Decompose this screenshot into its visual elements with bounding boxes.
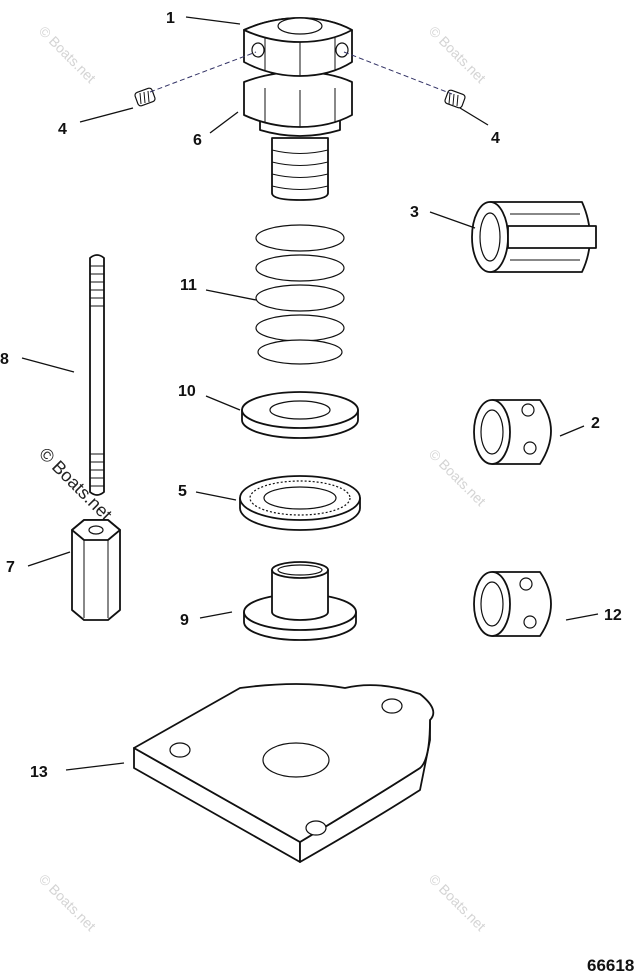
part-6-fitting	[243, 71, 353, 201]
callout-3: 3	[410, 204, 419, 221]
part-8-threaded-rod	[89, 254, 105, 496]
leader-4-right	[459, 107, 489, 126]
callout-1: 1	[166, 10, 175, 27]
part-7-hex-standoff	[71, 519, 121, 621]
callout-8: 8	[0, 351, 9, 368]
part-3-slotted-sleeve	[471, 201, 597, 273]
callouts: 1 4 4 6 3 11 8 10 2 5 7 9 12 13	[0, 10, 622, 781]
part-1-hex-nut	[243, 17, 353, 77]
set-screw-alignment-right	[343, 51, 453, 95]
callout-2: 2	[591, 415, 600, 432]
leader-13	[65, 762, 125, 771]
callout-9: 9	[180, 612, 189, 629]
callout-7: 7	[6, 559, 15, 576]
leader-9	[199, 611, 233, 619]
leader-12	[565, 613, 599, 621]
watermark-top-left: © Boats.net	[36, 23, 99, 86]
callout-4-left: 4	[58, 121, 67, 138]
set-screw-alignment-left	[149, 51, 257, 93]
part-9-flanged-bushing	[243, 561, 357, 641]
leader-1	[185, 16, 241, 25]
part-10-washer	[241, 391, 359, 439]
leader-6	[209, 111, 239, 134]
part-4-set-screw-left	[134, 87, 156, 107]
callout-4-right: 4	[491, 130, 500, 147]
callout-11: 11	[180, 277, 197, 294]
callout-12: 12	[604, 607, 622, 624]
leader-4-left	[79, 107, 134, 123]
callout-13: 13	[30, 764, 48, 781]
part-2-sleeve	[473, 399, 552, 465]
watermark-top-right: © Boats.net	[426, 23, 489, 86]
part-11-spring	[255, 224, 345, 365]
leader-11	[205, 289, 257, 301]
leader-7	[27, 551, 71, 567]
part-4-set-screw-right	[444, 89, 466, 109]
callout-5: 5	[178, 483, 187, 500]
figure-number: 66618	[587, 956, 634, 975]
part-5-thrust-bearing	[239, 475, 361, 531]
leader-lines	[21, 16, 599, 771]
part-13-base-plate	[133, 683, 435, 863]
leader-5	[195, 491, 237, 501]
part-12-sleeve	[473, 571, 552, 637]
callout-6: 6	[193, 132, 202, 149]
leader-2	[559, 425, 585, 437]
leader-3	[429, 211, 476, 229]
watermark-bottom-left: © Boats.net	[36, 871, 99, 934]
leader-10	[205, 395, 241, 411]
callout-10: 10	[178, 383, 196, 400]
watermark-bottom-right: © Boats.net	[426, 871, 489, 934]
leader-8	[21, 357, 75, 373]
